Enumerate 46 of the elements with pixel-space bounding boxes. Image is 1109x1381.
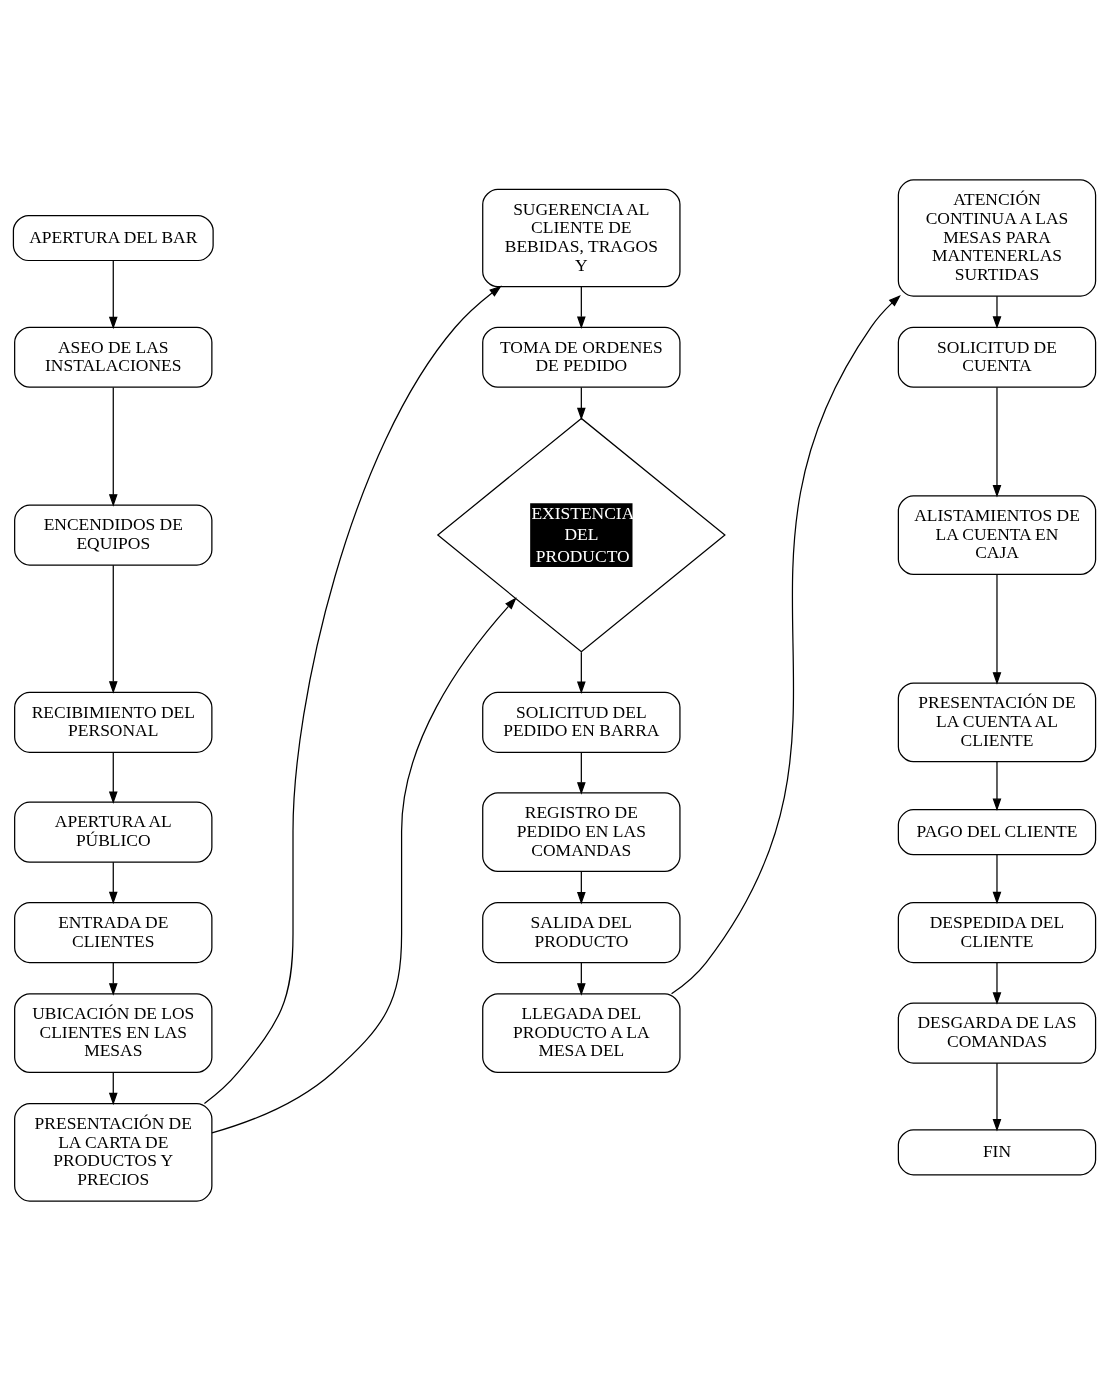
arrow bbox=[992, 386, 1002, 498]
node-box: SUGERENCIA AL CLIENTE DE BEBIDAS, TRAGOS Y bbox=[482, 188, 681, 288]
node-box: SOLICITUD DE CUENTA bbox=[897, 326, 1097, 388]
node-box: RECIBIMIENTO DEL PERSONAL bbox=[14, 691, 213, 753]
node-box: ENCENDIDOS DE EQUIPOS bbox=[14, 504, 213, 566]
arrow bbox=[576, 386, 586, 421]
node-box: ATENCIÓN CONTINUA A LAS MESAS PARA MANTENERLAS SURTIDAS bbox=[897, 179, 1097, 297]
arrow bbox=[108, 260, 118, 330]
arrow bbox=[576, 286, 586, 329]
arrow bbox=[992, 854, 1002, 905]
node-box: TOMA DE ORDENES DE PEDIDO bbox=[482, 326, 681, 388]
node-box: ALISTAMIENTOS DE LA CUENTA EN CAJA bbox=[897, 495, 1097, 576]
arrow bbox=[670, 294, 901, 995]
arrow bbox=[992, 295, 1002, 329]
arrow bbox=[992, 574, 1002, 685]
arrow bbox=[203, 285, 502, 1105]
arrow bbox=[108, 751, 118, 804]
arrow bbox=[108, 564, 118, 694]
arrow bbox=[108, 1071, 118, 1106]
node-box: DESPEDIDA DEL CLIENTE bbox=[897, 902, 1097, 964]
node-box: SOLICITUD DEL PEDIDO EN BARRA bbox=[482, 691, 681, 753]
arrow bbox=[108, 962, 118, 996]
node-box: ENTRADA DE CLIENTES bbox=[14, 902, 213, 964]
arrow bbox=[576, 751, 586, 795]
node-box: FIN bbox=[897, 1129, 1097, 1176]
node-box: LLEGADA DEL PRODUCTO A LA MESA DEL bbox=[482, 993, 681, 1074]
arrow bbox=[576, 870, 586, 905]
node-box: UBICACIÓN DE LOS CLIENTES EN LAS MESAS bbox=[14, 993, 213, 1074]
node-box: APERTURA DEL BAR bbox=[12, 214, 214, 262]
arrow bbox=[108, 386, 118, 507]
arrow bbox=[108, 861, 118, 905]
arrow bbox=[992, 962, 1002, 1005]
node-box: PAGO DEL CLIENTE bbox=[897, 809, 1097, 856]
arrow bbox=[992, 761, 1002, 812]
node-box: APERTURA AL PÚBLICO bbox=[14, 801, 213, 863]
arrow bbox=[576, 962, 586, 996]
node-box: DESGARDA DE LAS COMANDAS bbox=[897, 1002, 1097, 1064]
node-box: PRESENTACIÓN DE LA CUENTA AL CLIENTE bbox=[897, 682, 1097, 763]
node-diamond: EXISTENCIA DEL PRODUCTO bbox=[436, 417, 726, 653]
node-box: REGISTRO DE PEDIDO EN LAS COMANDAS bbox=[482, 792, 681, 873]
arrow bbox=[576, 651, 586, 694]
arrow bbox=[211, 597, 517, 1134]
node-box: PRESENTACIÓN DE LA CARTA DE PRODUCTOS Y PRECIOS bbox=[14, 1103, 213, 1202]
node-box: ASEO DE LAS INSTALACIONES bbox=[14, 326, 213, 388]
node-box: SALIDA DEL PRODUCTO bbox=[482, 902, 681, 964]
arrow bbox=[992, 1062, 1002, 1132]
